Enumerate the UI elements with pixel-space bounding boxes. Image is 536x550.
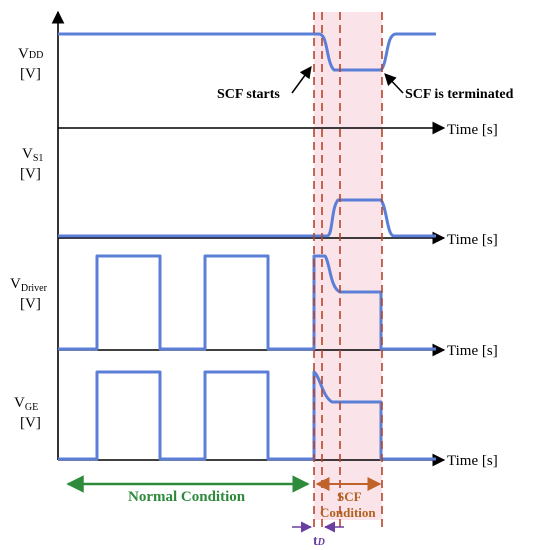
scf-terminated-label: SCF is terminated <box>405 87 514 102</box>
vdd-label: VDD <box>18 46 43 62</box>
vdriver-unit: [V] <box>20 296 41 312</box>
scf-region <box>314 12 382 520</box>
vdd-time-label: Time [s] <box>447 122 498 138</box>
axes <box>51 10 446 467</box>
vdriver-label: VDriver <box>10 276 48 294</box>
vdriver-time-label: Time [s] <box>447 343 498 359</box>
vdd-waveform <box>58 32 436 72</box>
td-label: tD <box>313 534 325 549</box>
normal-condition-label: Normal Condition <box>128 489 246 505</box>
vs1-time-label: Time [s] <box>447 232 498 248</box>
vge-unit: [V] <box>20 415 41 431</box>
scf-condition-label-2: Condition <box>320 505 376 520</box>
vs1-label: VS1 <box>22 146 43 164</box>
scf-condition-label-1: SCF <box>337 489 362 504</box>
dashed-markers <box>313 12 383 530</box>
scf-terminated-pointer <box>384 73 404 94</box>
vge-time-label: Time [s] <box>447 453 498 469</box>
scf-starts-pointer <box>291 66 312 94</box>
vs1-waveform <box>58 198 436 238</box>
vs1-unit: [V] <box>20 166 41 182</box>
vge-waveform <box>58 370 436 461</box>
vdd-unit: [V] <box>20 66 41 82</box>
vge-label: VGE <box>14 395 38 413</box>
scf-starts-label: SCF starts <box>217 87 280 102</box>
